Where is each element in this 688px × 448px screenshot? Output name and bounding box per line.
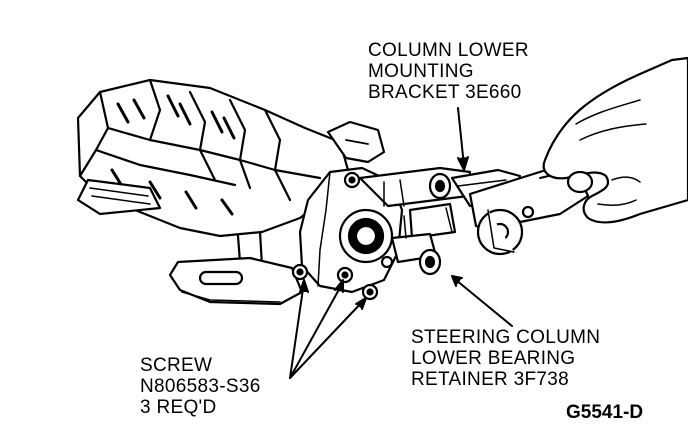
label-column-lower-mounting-bracket: COLUMN LOWER MOUNTING BRACKET 3E660	[368, 40, 529, 103]
label-line: N806583-S36	[140, 376, 261, 397]
label-line: RETAINER 3F738	[411, 369, 570, 390]
retainer-screws	[291, 171, 394, 301]
label-line: 3 REQ'D	[140, 397, 217, 418]
ratchet-wrench	[468, 149, 611, 256]
label-line: STEERING COLUMN	[411, 327, 601, 348]
figure-id: G5541-D	[566, 402, 644, 423]
label-screw: SCREW N806583-S36 3 REQ'D	[140, 355, 261, 418]
label-steering-column-lower-bearing-retainer: STEERING COLUMN LOWER BEARING RETAINER 3…	[411, 327, 600, 390]
label-line: LOWER BEARING	[411, 348, 576, 369]
column-housing-casting	[76, 78, 386, 306]
label-line: SCREW	[140, 355, 213, 376]
technician-hand	[542, 56, 688, 224]
label-line: COLUMN LOWER	[368, 40, 529, 61]
label-line: MOUNTING	[368, 61, 474, 82]
leader-arrows	[289, 107, 513, 379]
label-line: BRACKET 3E660	[368, 82, 522, 103]
